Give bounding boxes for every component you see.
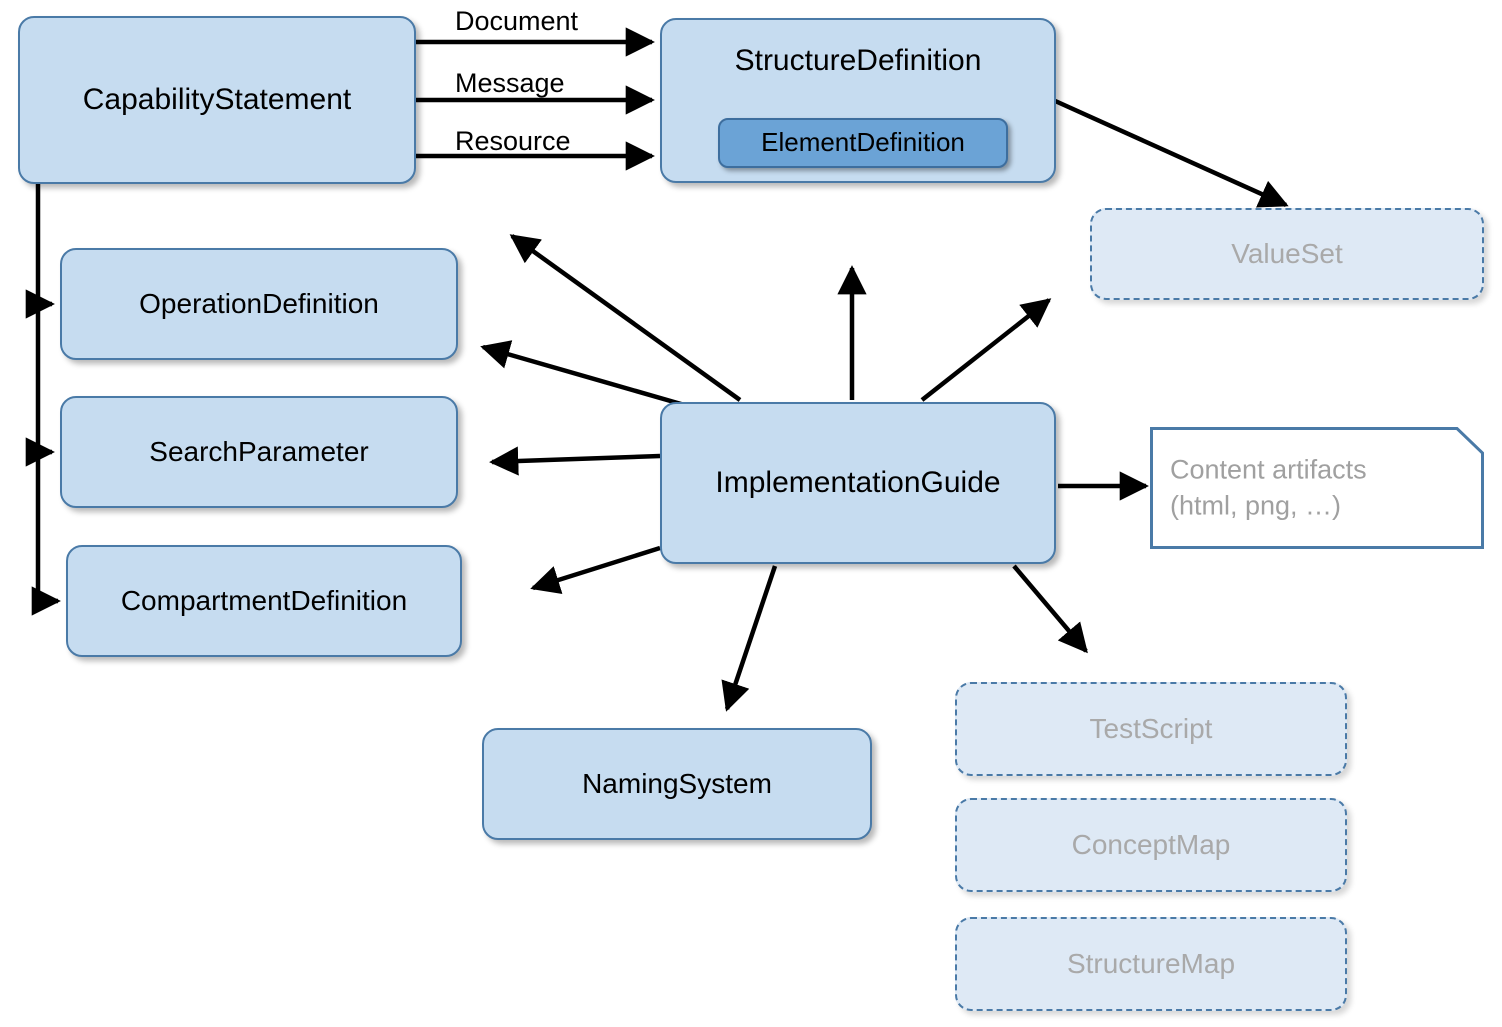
- node-label-compartment-definition: CompartmentDefinition: [120, 584, 408, 616]
- node-compartment-definition[interactable]: CompartmentDefinition: [66, 545, 462, 657]
- node-test-script[interactable]: TestScript: [955, 682, 1347, 776]
- node-label-capability-statement: CapabilityStatement: [82, 82, 352, 116]
- node-label-value-set: ValueSet: [1231, 237, 1343, 269]
- node-content-artifacts[interactable]: Content artifacts (html, png, …): [1150, 427, 1484, 549]
- node-label-naming-system: NamingSystem: [582, 767, 772, 799]
- node-concept-map[interactable]: ConceptMap: [955, 798, 1347, 892]
- node-operation-definition[interactable]: OperationDefinition: [60, 248, 458, 360]
- edge-capability-to-searchparameter: [25, 304, 55, 467]
- edge-label-resource: Resource: [455, 126, 571, 156]
- node-implementation-guide[interactable]: ImplementationGuide: [660, 402, 1056, 564]
- node-label-implementation-guide: ImplementationGuide: [715, 465, 1001, 499]
- node-structure-map[interactable]: StructureMap: [955, 917, 1347, 1011]
- edge-ig-to-structuredefinition: [509, 234, 742, 402]
- edge-ig-to-searchparameter: [489, 446, 661, 476]
- node-element-definition[interactable]: ElementDefinition: [718, 118, 1008, 168]
- node-search-parameter[interactable]: SearchParameter: [60, 396, 458, 508]
- node-label-concept-map: ConceptMap: [1071, 828, 1231, 860]
- edge-ig-to-operationdefinition: [480, 340, 689, 409]
- note-shape-icon: [1150, 427, 1484, 549]
- edge-label-message: Message: [455, 68, 565, 98]
- node-label-element-definition: ElementDefinition: [761, 127, 965, 158]
- node-label-content-artifacts: Content artifacts (html, png, …): [1170, 454, 1367, 520]
- node-label-search-parameter: SearchParameter: [149, 435, 369, 467]
- edge-ig-to-testscript: [1012, 564, 1088, 654]
- node-naming-system[interactable]: NamingSystem: [482, 728, 872, 840]
- node-capability-statement[interactable]: CapabilityStatement: [18, 16, 416, 184]
- edge-ig-to-compartmentdef: [530, 545, 661, 595]
- edge-capability-to-operationdefinition: [25, 184, 55, 319]
- node-label-test-script: TestScript: [1089, 712, 1213, 744]
- node-label-structure-map: StructureMap: [1066, 947, 1236, 979]
- node-value-set[interactable]: ValueSet: [1090, 208, 1484, 300]
- edge-structure-to-valueset: [1052, 97, 1289, 208]
- edge-capability-to-compartmentdefinition: [31, 452, 61, 616]
- edge-ig-to-namingsystem: [721, 565, 778, 712]
- edge-label-document: Document: [455, 6, 579, 36]
- node-label-operation-definition: OperationDefinition: [139, 287, 379, 319]
- edge-ig-to-valueset: [920, 298, 1052, 402]
- node-label-structure-definition: StructureDefinition: [734, 44, 982, 77]
